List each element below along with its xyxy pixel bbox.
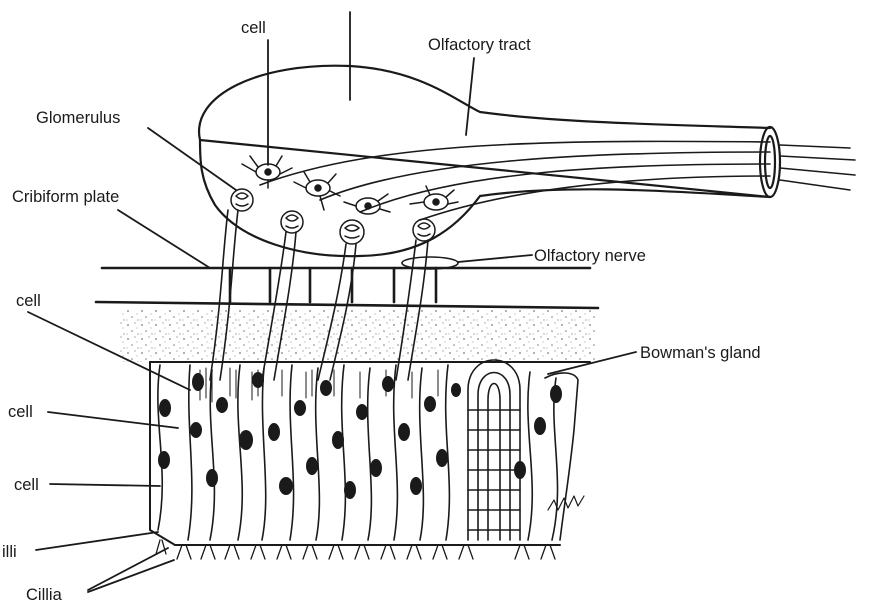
glomerulus-cluster xyxy=(413,219,435,241)
leader-olfactory-tract xyxy=(466,58,474,135)
leader-olfactory-nerve xyxy=(458,255,532,262)
label-cell-3: cell xyxy=(14,476,39,494)
glomerulus-cluster xyxy=(281,211,303,233)
leader-cribiform xyxy=(118,210,210,268)
glomerulus-cluster xyxy=(340,220,364,244)
leader-glomerulus xyxy=(148,128,236,190)
label-cillia: Cillia xyxy=(26,586,63,604)
label-bowmans-gland: Bowman's gland xyxy=(640,344,761,362)
lamina-propria xyxy=(120,310,595,362)
label-cell-1: cell xyxy=(16,292,41,310)
leader-cillia-b xyxy=(88,560,174,592)
supporting-cells xyxy=(158,365,558,540)
glomerulus-cluster xyxy=(231,189,253,211)
cilia xyxy=(156,540,555,559)
label-olfactory-tract: Olfactory tract xyxy=(428,36,531,54)
olfactory-bulb xyxy=(199,66,770,256)
label-cribiform-plate: Cribiform plate xyxy=(12,188,119,206)
label-glomerulus: Glomerulus xyxy=(36,109,120,127)
label-villi: illi xyxy=(2,543,17,561)
leader-cillia-a xyxy=(88,548,168,590)
edge-cell xyxy=(545,373,578,540)
leader-villi xyxy=(36,532,158,550)
bowmans-gland xyxy=(468,360,520,540)
tract-end-cylinder xyxy=(760,127,780,197)
mitral-cells xyxy=(242,156,458,214)
mitral-cell xyxy=(294,172,340,210)
label-cell-top: cell xyxy=(241,19,266,37)
label-olfactory-nerve: Olfactory nerve xyxy=(534,247,646,265)
label-cell-2: cell xyxy=(8,403,33,421)
leader-cell-3 xyxy=(50,484,160,486)
